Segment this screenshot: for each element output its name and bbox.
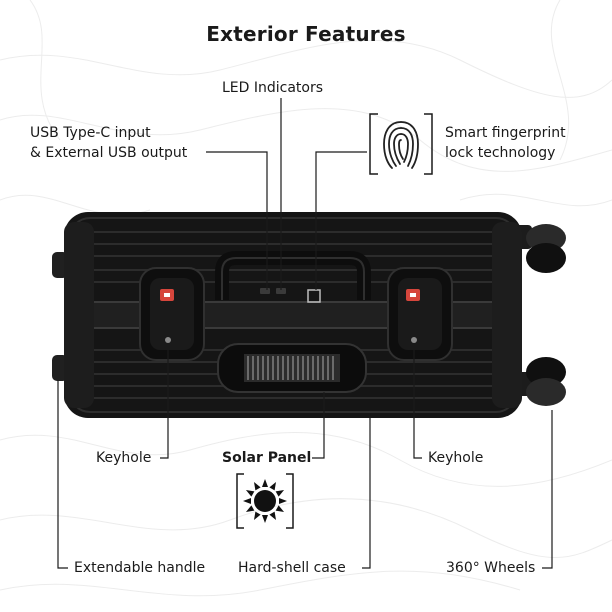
label-fingerprint-line2: lock technology <box>445 145 556 161</box>
fingerprint-icon <box>369 113 433 175</box>
lock-left <box>139 267 205 361</box>
label-fingerprint-line1: Smart fingerprint <box>445 125 566 141</box>
solar-panel <box>217 343 367 393</box>
label-keyhole-left: Keyhole <box>96 450 152 466</box>
lock-right <box>387 267 453 361</box>
label-usb-line2: & External USB output <box>30 145 188 161</box>
page-title: Exterior Features <box>206 22 406 46</box>
label-extendable-handle: Extendable handle <box>74 560 206 576</box>
label-led-indicators: LED Indicators <box>222 80 324 96</box>
label-solar-panel: Solar Panel <box>222 450 312 466</box>
label-keyhole-right: Keyhole <box>428 450 484 466</box>
sun-icon <box>236 473 294 529</box>
label-hard-shell-case: Hard-shell case <box>238 560 346 576</box>
label-usb-line1: USB Type-C input <box>30 125 151 141</box>
label-360-wheels: 360° Wheels <box>446 560 536 576</box>
usb-port <box>260 288 270 294</box>
fingerprint-pad <box>307 289 321 303</box>
